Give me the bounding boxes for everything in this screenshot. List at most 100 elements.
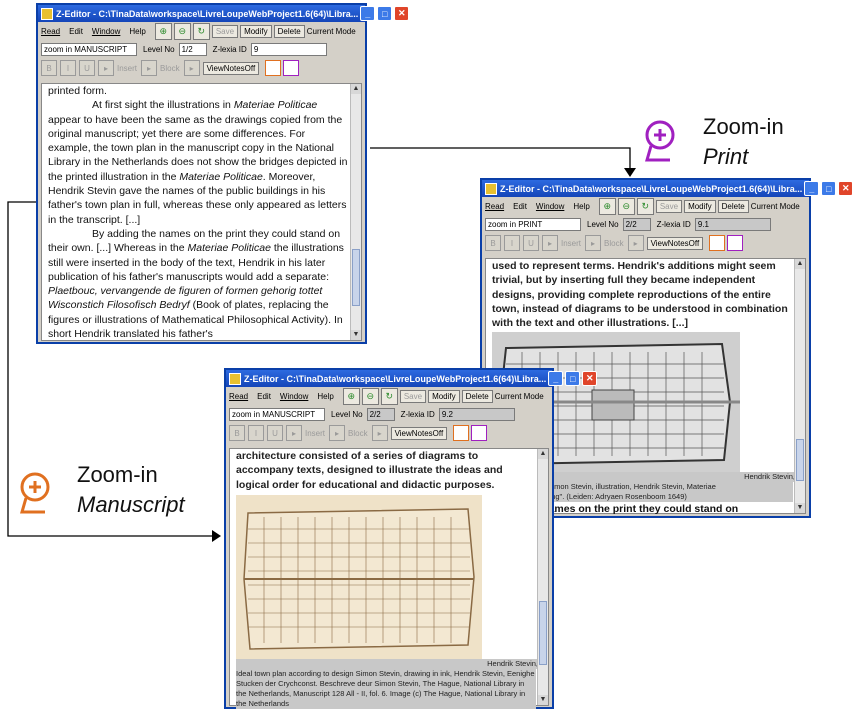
mode-field[interactable]: zoom in PRINT xyxy=(485,217,581,231)
text-content[interactable]: architecture consisted of a series of di… xyxy=(229,448,549,709)
block-end-icon[interactable]: ▸ xyxy=(627,235,644,251)
zoom-print-small-icon[interactable] xyxy=(283,60,300,76)
scroll-up-icon[interactable]: ▲ xyxy=(351,84,361,94)
underline-button[interactable]: U xyxy=(267,425,283,441)
maximize-button[interactable]: □ xyxy=(821,181,837,196)
modify-button[interactable]: Modify xyxy=(240,24,272,38)
zoom-out-green-icon[interactable]: ⊖ xyxy=(617,197,635,215)
level-no-field[interactable]: 2/2 xyxy=(622,217,651,231)
menu-window[interactable]: Window xyxy=(279,391,309,401)
bold-button[interactable]: B xyxy=(485,235,501,251)
block-arrow-icon[interactable]: ▸ xyxy=(329,425,346,441)
refresh-green-icon[interactable]: ↻ xyxy=(636,197,654,215)
refresh-green-icon[interactable]: ↻ xyxy=(380,387,398,405)
close-button[interactable]: ✕ xyxy=(394,6,410,21)
zoom-print-small-icon[interactable] xyxy=(727,235,744,251)
minimize-button[interactable]: _ xyxy=(360,6,376,21)
insert-button[interactable]: Insert xyxy=(561,238,582,248)
view-notes-button[interactable]: ViewNotesOff xyxy=(202,61,260,75)
block-end-icon[interactable]: ▸ xyxy=(371,425,388,441)
vertical-scrollbar[interactable]: ▲ ▼ xyxy=(537,449,548,705)
italic-button[interactable]: I xyxy=(60,60,76,76)
editor-window-3[interactable]: Z-Editor - C:\TinaData\workspace\LivreLo… xyxy=(224,368,598,709)
menu-help[interactable]: Help xyxy=(129,26,146,36)
titlebar[interactable]: Z-Editor - C:\TinaData\workspace\LivreLo… xyxy=(38,5,410,22)
italic-button[interactable]: I xyxy=(504,235,520,251)
view-notes-button[interactable]: ViewNotesOff xyxy=(390,426,448,440)
menu-help[interactable]: Help xyxy=(573,201,590,211)
modify-button[interactable]: Modify xyxy=(428,389,460,403)
block-button[interactable]: Block xyxy=(160,63,180,73)
level-no-field[interactable]: 1/2 xyxy=(178,42,207,56)
block-button[interactable]: Block xyxy=(348,428,368,438)
scroll-up-icon[interactable]: ▲ xyxy=(538,449,548,459)
save-button[interactable]: Save xyxy=(211,24,239,38)
maximize-button[interactable]: □ xyxy=(565,371,581,386)
mode-field[interactable]: zoom in MANUSCRIPT xyxy=(41,42,137,56)
menu-read[interactable]: Read xyxy=(41,26,61,36)
bold-button[interactable]: B xyxy=(41,60,57,76)
insert-button[interactable]: Insert xyxy=(117,63,138,73)
close-button[interactable]: ✕ xyxy=(582,371,598,386)
mode-field[interactable]: zoom in MANUSCRIPT xyxy=(229,407,325,421)
save-button[interactable]: Save xyxy=(655,199,683,213)
text-content[interactable]: printed form. At first sight the illustr… xyxy=(41,83,362,341)
minimize-button[interactable]: _ xyxy=(804,181,820,196)
block-arrow-icon[interactable]: ▸ xyxy=(141,60,158,76)
editor-window-1[interactable]: Z-Editor - C:\TinaData\workspace\LivreLo… xyxy=(36,3,410,344)
underline-button[interactable]: U xyxy=(79,60,95,76)
zlexia-id-field[interactable]: 9 xyxy=(250,42,327,56)
insert-arrow-icon[interactable]: ▸ xyxy=(286,425,302,441)
menu-read[interactable]: Read xyxy=(229,391,249,401)
vertical-scrollbar[interactable]: ▲ ▼ xyxy=(350,84,361,340)
scroll-up-icon[interactable]: ▲ xyxy=(795,259,805,269)
underline-button[interactable]: U xyxy=(523,235,539,251)
zoom-in-green-icon[interactable]: ⊕ xyxy=(342,387,360,405)
scroll-thumb[interactable] xyxy=(352,249,360,306)
insert-button[interactable]: Insert xyxy=(305,428,326,438)
zlexia-id-field[interactable]: 9.2 xyxy=(438,407,515,421)
level-no-field[interactable]: 2/2 xyxy=(366,407,395,421)
vertical-scrollbar[interactable]: ▲ ▼ xyxy=(794,259,805,513)
view-notes-button[interactable]: ViewNotesOff xyxy=(646,236,704,250)
scroll-thumb[interactable] xyxy=(796,439,804,481)
menu-edit[interactable]: Edit xyxy=(69,26,83,36)
block-end-icon[interactable]: ▸ xyxy=(183,60,200,76)
maximize-button[interactable]: □ xyxy=(377,6,393,21)
insert-arrow-icon[interactable]: ▸ xyxy=(98,60,114,76)
scroll-down-icon[interactable]: ▼ xyxy=(351,330,361,340)
delete-button[interactable]: Delete xyxy=(461,389,493,403)
menu-help[interactable]: Help xyxy=(317,391,334,401)
block-button[interactable]: Block xyxy=(604,238,624,248)
block-arrow-icon[interactable]: ▸ xyxy=(585,235,602,251)
bold-button[interactable]: B xyxy=(229,425,245,441)
delete-button[interactable]: Delete xyxy=(717,199,749,213)
italic-button[interactable]: I xyxy=(248,425,264,441)
menu-read[interactable]: Read xyxy=(485,201,505,211)
titlebar[interactable]: Z-Editor - C:\TinaData\workspace\LivreLo… xyxy=(482,180,853,197)
zoom-manuscript-small-icon[interactable] xyxy=(709,235,726,251)
menu-edit[interactable]: Edit xyxy=(257,391,271,401)
zoom-in-green-icon[interactable]: ⊕ xyxy=(154,22,172,40)
modify-button[interactable]: Modify xyxy=(684,199,716,213)
zoom-manuscript-small-icon[interactable] xyxy=(265,60,282,76)
refresh-green-icon[interactable]: ↻ xyxy=(192,22,210,40)
minimize-button[interactable]: _ xyxy=(548,371,564,386)
titlebar[interactable]: Z-Editor - C:\TinaData\workspace\LivreLo… xyxy=(226,370,598,387)
menu-edit[interactable]: Edit xyxy=(513,201,527,211)
close-button[interactable]: ✕ xyxy=(838,181,853,196)
delete-button[interactable]: Delete xyxy=(273,24,305,38)
zlexia-id-field[interactable]: 9.1 xyxy=(694,217,771,231)
insert-arrow-icon[interactable]: ▸ xyxy=(542,235,558,251)
scroll-down-icon[interactable]: ▼ xyxy=(538,695,548,705)
menu-window[interactable]: Window xyxy=(535,201,565,211)
menu-window[interactable]: Window xyxy=(91,26,121,36)
zoom-out-green-icon[interactable]: ⊖ xyxy=(173,22,191,40)
save-button[interactable]: Save xyxy=(399,389,427,403)
scroll-down-icon[interactable]: ▼ xyxy=(795,503,805,513)
zoom-print-small-icon[interactable] xyxy=(471,425,488,441)
zoom-out-green-icon[interactable]: ⊖ xyxy=(361,387,379,405)
scroll-thumb[interactable] xyxy=(539,601,547,665)
zoom-manuscript-small-icon[interactable] xyxy=(453,425,470,441)
zoom-in-green-icon[interactable]: ⊕ xyxy=(598,197,616,215)
